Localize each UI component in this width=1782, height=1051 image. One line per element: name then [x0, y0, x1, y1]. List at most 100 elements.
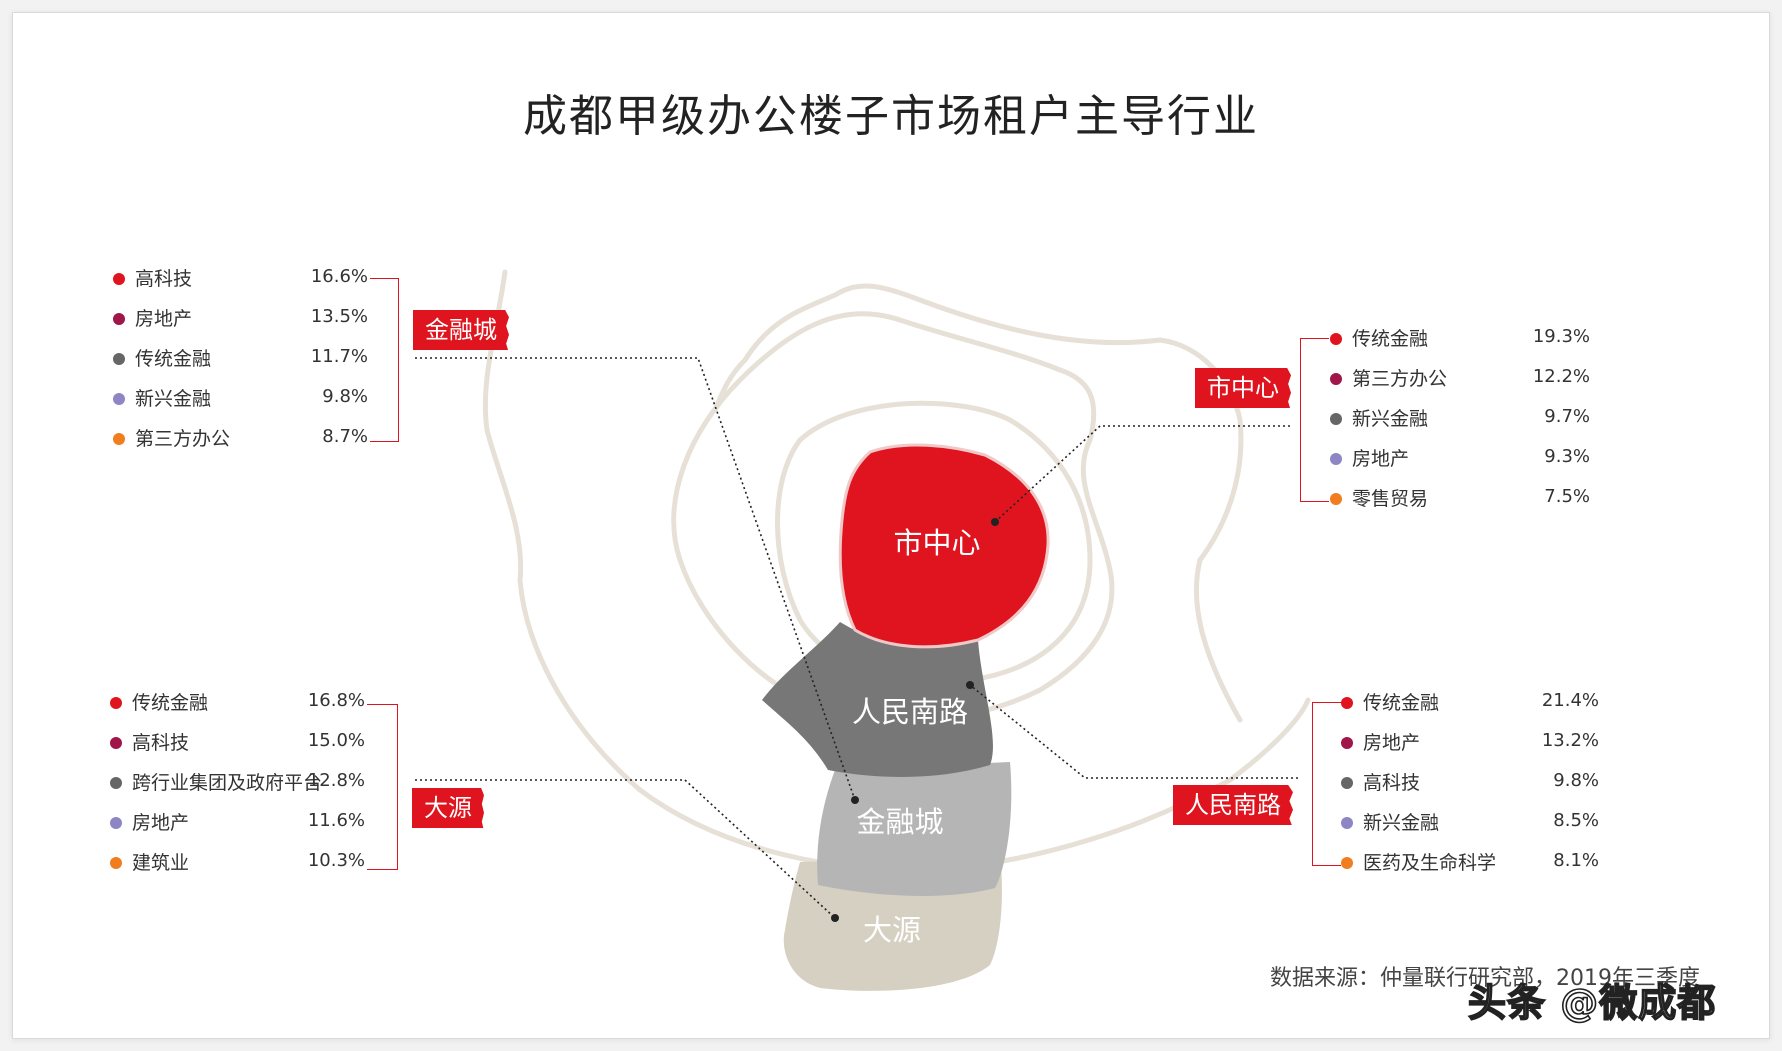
legend-item-name: 建筑业: [132, 852, 190, 874]
legend-item-name: 新兴金融: [1363, 812, 1440, 834]
legend-item-value: 11.6%: [307, 810, 365, 831]
maroon-dot: [113, 313, 125, 325]
district-label-dayuan: 大源: [863, 913, 921, 947]
legend-item-value: 9.8%: [322, 386, 368, 407]
legend-item-name: 第三方办公: [1352, 368, 1448, 390]
legend-row: 传统金融 19.3%: [1330, 322, 1590, 362]
legend-row: 传统金融 16.8%: [110, 686, 365, 726]
legend-item-value: 12.8%: [307, 770, 365, 791]
legend-row: 建筑业 10.3%: [110, 846, 365, 886]
district-jinrongcheng: [817, 762, 1012, 896]
legend-row: 高科技 15.0%: [110, 726, 365, 766]
legend-item-name: 新兴金融: [1352, 408, 1429, 430]
legend-item-name: 第三方办公: [135, 428, 231, 450]
legend-row: 房地产 11.6%: [110, 806, 365, 846]
bracket-shizhongxin: [1300, 338, 1329, 502]
gray-dot: [113, 353, 125, 365]
orange-dot: [113, 433, 125, 445]
gray-dot: [1330, 413, 1342, 425]
purple-dot: [113, 393, 125, 405]
district-label-shizhongxin: 市中心: [893, 526, 980, 560]
legend-item-value: 15.0%: [307, 730, 365, 751]
leader-line-dayuan: [415, 779, 836, 919]
leader-dot-jinrongcheng: [851, 796, 859, 804]
red-dot: [110, 697, 122, 709]
leader-line-jinrongcheng: [415, 357, 856, 801]
legend-item-value: 11.7%: [310, 346, 368, 367]
watermark: 头条 @微成都: [1467, 980, 1717, 1026]
tag-dayuan: 大源: [412, 788, 484, 828]
tag-renminnanlu: 人民南路: [1173, 785, 1293, 825]
legend-item-name: 高科技: [1363, 772, 1421, 794]
legend-item-name: 零售贸易: [1352, 488, 1429, 510]
orange-dot: [1330, 493, 1342, 505]
leader-line-renminnanlu: [969, 684, 1298, 779]
gray-dot: [1341, 777, 1353, 789]
legend-row: 跨行业集团及政府平台 12.8%: [110, 766, 365, 806]
inner-ring-road: [775, 400, 1093, 685]
legend-renminnanlu: 传统金融 21.4% 房地产 13.2% 高科技 9.8% 新兴金融 8.5% …: [1341, 686, 1599, 886]
legend-row: 医药及生命科学 8.1%: [1341, 846, 1599, 886]
leader-dot-renminnanlu: [966, 681, 974, 689]
tag-jinrongcheng: 金融城: [413, 310, 509, 350]
legend-item-value: 13.2%: [1541, 730, 1599, 751]
red-dot: [1330, 333, 1342, 345]
legend-row: 高科技 9.8%: [1341, 766, 1599, 806]
legend-row: 第三方办公 8.7%: [113, 422, 368, 462]
legend-row: 新兴金融 9.7%: [1330, 402, 1590, 442]
tag-shizhongxin: 市中心: [1195, 368, 1291, 408]
legend-item-value: 9.3%: [1544, 446, 1590, 467]
gray-dot: [110, 777, 122, 789]
purple-dot: [1330, 453, 1342, 465]
legend-row: 房地产 13.2%: [1341, 726, 1599, 766]
purple-dot: [110, 817, 122, 829]
legend-row: 房地产 9.3%: [1330, 442, 1590, 482]
legend-item-value: 9.8%: [1553, 770, 1599, 791]
red-dot: [1341, 697, 1353, 709]
legend-item-name: 传统金融: [132, 692, 209, 714]
legend-row: 高科技 16.6%: [113, 262, 368, 302]
middle-ring-road: [671, 311, 1115, 723]
legend-item-name: 高科技: [132, 732, 190, 754]
legend-item-value: 8.5%: [1553, 810, 1599, 831]
legend-item-value: 19.3%: [1532, 326, 1590, 347]
district-renminnanlu: [762, 622, 993, 777]
legend-jinrongcheng: 高科技 16.6% 房地产 13.5% 传统金融 11.7% 新兴金融 9.8%…: [113, 262, 368, 462]
leader-dot-dayuan: [831, 914, 839, 922]
legend-item-name: 新兴金融: [135, 388, 212, 410]
leader-dot-shizhongxin: [991, 518, 999, 526]
legend-item-name: 房地产: [1352, 448, 1410, 470]
bracket-renminnanlu: [1312, 702, 1341, 866]
maroon-dot: [1330, 373, 1342, 385]
legend-row: 第三方办公 12.2%: [1330, 362, 1590, 402]
legend-item-value: 8.1%: [1553, 850, 1599, 871]
legend-item-value: 9.7%: [1544, 406, 1590, 427]
legend-item-name: 房地产: [132, 812, 190, 834]
purple-dot: [1341, 817, 1353, 829]
district-shizhongxin: [838, 443, 1050, 649]
maroon-dot: [1341, 737, 1353, 749]
data-source-note: 数据来源：仲量联行研究部，2019年三季度: [1270, 966, 1700, 991]
orange-dot: [110, 857, 122, 869]
red-dot: [113, 273, 125, 285]
legend-item-name: 传统金融: [135, 348, 212, 370]
legend-item-name: 医药及生命科学: [1363, 852, 1497, 874]
page-title: 成都甲级办公楼子市场租户主导行业: [523, 91, 1259, 142]
bracket-jinrongcheng: [370, 278, 399, 442]
legend-shizhongxin: 传统金融 19.3% 第三方办公 12.2% 新兴金融 9.7% 房地产 9.3…: [1330, 322, 1590, 522]
legend-row: 传统金融 11.7%: [113, 342, 368, 382]
legend-row: 传统金融 21.4%: [1341, 686, 1599, 726]
maroon-dot: [110, 737, 122, 749]
orange-dot: [1341, 857, 1353, 869]
legend-dayuan: 传统金融 16.8% 高科技 15.0% 跨行业集团及政府平台 12.8% 房地…: [110, 686, 365, 886]
legend-item-value: 7.5%: [1544, 486, 1590, 507]
leader-line-shizhongxin: [994, 425, 1290, 523]
legend-row: 新兴金融 9.8%: [113, 382, 368, 422]
legend-item-name: 房地产: [1363, 732, 1421, 754]
district-label-renminnanlu: 人民南路: [852, 695, 968, 729]
legend-item-name: 跨行业集团及政府平台: [132, 772, 323, 794]
legend-item-name: 房地产: [135, 308, 193, 330]
legend-item-value: 10.3%: [307, 850, 365, 871]
legend-item-value: 21.4%: [1541, 690, 1599, 711]
legend-item-value: 16.8%: [307, 690, 365, 711]
